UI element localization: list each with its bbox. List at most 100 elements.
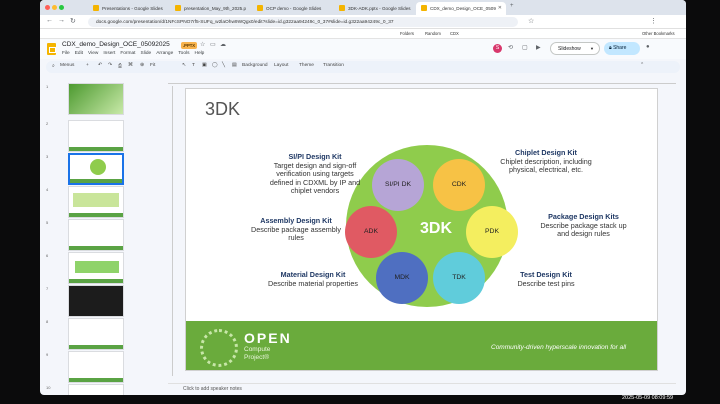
- move-folder-icon[interactable]: ▭: [210, 42, 216, 48]
- reload-icon[interactable]: ↻: [70, 18, 76, 25]
- url-field[interactable]: docs.google.com/presentation/d/1NFcSPNO7…: [88, 17, 518, 27]
- slide-panel: 1 2 3 4 5 6 7 8 9 10: [40, 76, 130, 395]
- share-button[interactable]: 🔒︎ Share: [604, 42, 640, 55]
- kit-title: Package Design Kits: [548, 212, 619, 221]
- comment-tool-icon[interactable]: ▤: [232, 63, 237, 68]
- circle-label: PDK: [485, 228, 499, 235]
- tab-bar: Presentations - Google Slides presentati…: [40, 0, 686, 15]
- menus-search[interactable]: Menus: [60, 63, 75, 68]
- comment-icon[interactable]: ▢: [522, 45, 528, 51]
- paint-format-icon[interactable]: ⌘: [128, 63, 133, 68]
- other-bookmarks[interactable]: Other Bookmarks: [642, 31, 675, 36]
- cloud-status-icon[interactable]: ☁: [220, 42, 226, 48]
- slide-title[interactable]: 3DK: [205, 99, 241, 119]
- chiplet-kit-text[interactable]: Chiplet Design Kit Chiplet description, …: [491, 148, 601, 175]
- image-tool-icon[interactable]: ▣: [202, 63, 207, 68]
- bookmark-cdx[interactable]: CDX: [450, 31, 459, 36]
- select-tool-icon[interactable]: ↖: [182, 63, 187, 68]
- search-icon[interactable]: ⌕: [52, 64, 55, 69]
- speaker-notes[interactable]: Click to add speaker notes: [168, 383, 676, 395]
- slideshow-button[interactable]: Slideshow▼: [550, 42, 600, 55]
- background-button[interactable]: Background: [242, 63, 268, 68]
- slide-preview: [68, 120, 124, 152]
- close-window-icon[interactable]: [45, 5, 50, 10]
- package-kit-text[interactable]: Package Design Kits Describe package sta…: [531, 212, 636, 239]
- extensions-icon[interactable]: ⋮: [650, 18, 657, 25]
- slide-canvas[interactable]: 3DK SI/PI DK CDK ADK PDK MDK TDK 3DK SI/…: [185, 88, 658, 371]
- transition-button[interactable]: Transition: [323, 63, 344, 68]
- document-title[interactable]: CDX_demo_Design_OCE_05092025: [62, 41, 170, 48]
- test-kit-text[interactable]: Test Design Kit Describe test pins: [506, 270, 586, 288]
- menu-view[interactable]: View: [88, 51, 99, 56]
- menu-help[interactable]: Help: [194, 51, 205, 56]
- slide-preview: [68, 186, 124, 218]
- forward-icon[interactable]: →: [58, 17, 65, 24]
- circle-label: TDK: [452, 274, 466, 281]
- meet-icon[interactable]: ▶: [536, 45, 541, 51]
- slide-thumbnail[interactable]: 9: [46, 351, 124, 385]
- slide-thumbnail[interactable]: 6: [46, 252, 124, 286]
- slides-logo-icon[interactable]: [47, 43, 56, 55]
- star-icon[interactable]: ☆: [200, 42, 206, 48]
- shape-tool-icon[interactable]: ◯: [212, 63, 218, 68]
- menu-arrange[interactable]: Arrange: [156, 51, 174, 56]
- slide-thumbnail[interactable]: 2: [46, 120, 124, 154]
- pdk-circle[interactable]: PDK: [466, 206, 518, 258]
- browser-tab[interactable]: presentation_May_9th_2025.p: [170, 2, 250, 15]
- layout-button[interactable]: Layout: [274, 63, 289, 68]
- tdk-circle[interactable]: TDK: [433, 252, 485, 304]
- avatar[interactable]: S: [493, 44, 502, 53]
- maximize-window-icon[interactable]: [59, 5, 64, 10]
- close-tab-icon[interactable]: ✕: [497, 5, 502, 11]
- slide-thumbnail[interactable]: 4: [46, 186, 124, 220]
- line-tool-icon[interactable]: ╲: [222, 63, 225, 68]
- menu-slide[interactable]: Slide: [140, 51, 152, 56]
- zoom-select[interactable]: Fit: [150, 63, 156, 68]
- cdk-circle[interactable]: CDK: [433, 159, 485, 211]
- slide-thumbnail[interactable]: 10: [46, 384, 124, 395]
- slide-preview-banner: [69, 147, 123, 151]
- browser-tab[interactable]: OCP demo - Google Slides: [252, 2, 332, 15]
- undo-icon[interactable]: ↶: [98, 63, 103, 68]
- browser-tab[interactable]: Presentations - Google Slides: [88, 2, 168, 15]
- menu-format[interactable]: Format: [120, 51, 136, 56]
- bookmark-random[interactable]: Random: [425, 31, 441, 36]
- back-icon[interactable]: ←: [46, 17, 53, 24]
- sipi-dk-circle[interactable]: SI/PI DK: [372, 159, 424, 211]
- slide-thumbnail-selected[interactable]: 3: [46, 153, 124, 187]
- sipi-kit-text[interactable]: SI/PI Design Kit Target design and sign-…: [266, 152, 364, 196]
- slide-thumbnail[interactable]: 8: [46, 318, 124, 352]
- textbox-tool-icon[interactable]: T: [192, 63, 195, 68]
- chevron-down-icon[interactable]: ▼: [590, 46, 594, 51]
- material-kit-text[interactable]: Material Design Kit Describe material pr…: [258, 270, 368, 288]
- menu-edit[interactable]: Edit: [74, 51, 84, 56]
- slide-thumbnail[interactable]: 1: [46, 83, 124, 117]
- slide-thumbnail[interactable]: 5: [46, 219, 124, 253]
- history-icon[interactable]: ⟲: [508, 45, 514, 51]
- minimize-window-icon[interactable]: [52, 5, 57, 10]
- print-icon[interactable]: ⎙: [118, 64, 122, 69]
- zoom-icon[interactable]: ⊕: [140, 63, 145, 68]
- theme-button[interactable]: Theme: [299, 63, 314, 68]
- kit-description: chiplet vendors: [290, 186, 340, 196]
- mdk-circle[interactable]: MDK: [376, 252, 428, 304]
- tab-label: OCP demo - Google Slides: [266, 6, 322, 11]
- collapse-toolbar-icon[interactable]: ⌃: [640, 63, 645, 68]
- bookmark-folders[interactable]: Folders: [400, 31, 414, 36]
- profile-icon[interactable]: ●: [646, 44, 650, 50]
- bookmark-star-icon[interactable]: ☆: [528, 18, 535, 25]
- assembly-kit-text[interactable]: Assembly Design Kit Describe package ass…: [241, 216, 351, 243]
- browser-tab[interactable]: 3DK-ADK.pptx - Google Slides: [334, 2, 414, 15]
- adk-circle[interactable]: ADK: [345, 206, 397, 258]
- menu-file[interactable]: File: [62, 51, 70, 56]
- slides-favicon-icon: [93, 5, 99, 11]
- slide-thumbnail[interactable]: 7: [46, 285, 124, 319]
- slide-preview-graphic: [75, 261, 119, 273]
- menu-insert[interactable]: Insert: [103, 51, 116, 56]
- circle-label: MDK: [394, 274, 410, 281]
- redo-icon[interactable]: ↷: [108, 63, 113, 68]
- new-tab-icon[interactable]: +: [510, 3, 514, 9]
- new-slide-icon[interactable]: +: [86, 63, 89, 68]
- menu-tools[interactable]: Tools: [178, 51, 190, 56]
- browser-tab-active[interactable]: CDX_demo_Design_OCE_0509✕: [416, 2, 506, 15]
